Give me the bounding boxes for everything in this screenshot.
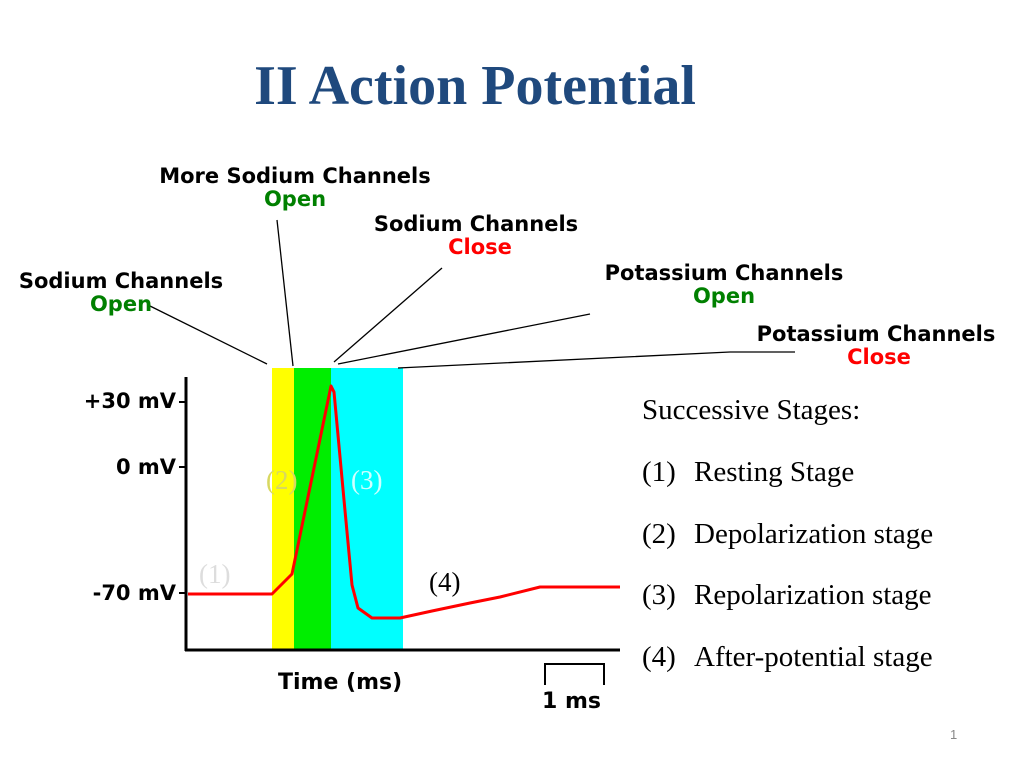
y-tick-plus30: +30 mV xyxy=(83,389,176,413)
stage-marker-2: (2) xyxy=(266,465,298,495)
callout-line1: More Sodium Channels xyxy=(159,164,431,188)
callout-line1: Potassium Channels xyxy=(756,322,996,346)
callout-line1: Potassium Channels xyxy=(604,261,844,285)
stage-number: (2) xyxy=(642,518,676,550)
callout-more-sodium-open: More Sodium Channels Open xyxy=(140,166,450,210)
scale-bar xyxy=(544,663,605,685)
stage-item: (2) Depolarization stage xyxy=(642,520,933,549)
stage-label: Depolarization stage xyxy=(694,518,934,550)
stage-label: Resting Stage xyxy=(694,456,855,488)
stage-marker-3: (3) xyxy=(351,465,383,495)
stage-label: Repolarization stage xyxy=(694,579,932,611)
stage-item: (4) After-potential stage xyxy=(642,643,933,672)
stage-item: (1) Resting Stage xyxy=(642,458,854,487)
stages-heading: Successive Stages: xyxy=(642,394,861,426)
stage-number: (4) xyxy=(642,641,676,673)
stage-label: After-potential stage xyxy=(694,641,933,673)
slide-title: II Action Potential xyxy=(254,55,696,117)
leader-sodium-close xyxy=(333,267,443,363)
leader-potassium-open xyxy=(337,313,591,365)
callout-potassium-close: Potassium Channels Close xyxy=(736,324,1016,368)
stage-item: (3) Repolarization stage xyxy=(642,581,932,610)
callout-line2: Close xyxy=(448,235,512,259)
callout-line2: Open xyxy=(89,292,153,316)
band-potassium-open xyxy=(331,368,403,650)
callout-line2: Close xyxy=(847,345,911,369)
x-axis-label: Time (ms) xyxy=(278,670,403,695)
action-potential-trace xyxy=(188,384,620,620)
stage-marker-4: (4) xyxy=(429,567,461,597)
y-tick-0: 0 mV xyxy=(115,455,176,479)
callout-line1: Sodium Channels xyxy=(18,269,224,293)
stage-number: (3) xyxy=(642,579,676,611)
callout-sodium-open: Sodium Channels Open xyxy=(5,271,237,315)
leader-sodium-open xyxy=(149,305,268,365)
slide-number: 1 xyxy=(950,727,958,742)
band-sodium-open xyxy=(272,368,294,650)
scale-bar-label: 1 ms xyxy=(542,689,601,714)
y-tick-minus70: -70 mV xyxy=(92,581,176,605)
stage-number: (1) xyxy=(642,456,676,488)
callout-line2: Open xyxy=(263,187,327,211)
callout-line2: Open xyxy=(692,284,756,308)
stage-marker-1: (1) xyxy=(199,559,231,589)
callout-potassium-open: Potassium Channels Open xyxy=(585,263,863,307)
callout-line1: Sodium Channels xyxy=(373,212,579,236)
leader-potassium-close xyxy=(397,351,795,369)
leader-more-sodium-open xyxy=(276,219,294,367)
callout-sodium-close: Sodium Channels Close xyxy=(358,214,594,258)
